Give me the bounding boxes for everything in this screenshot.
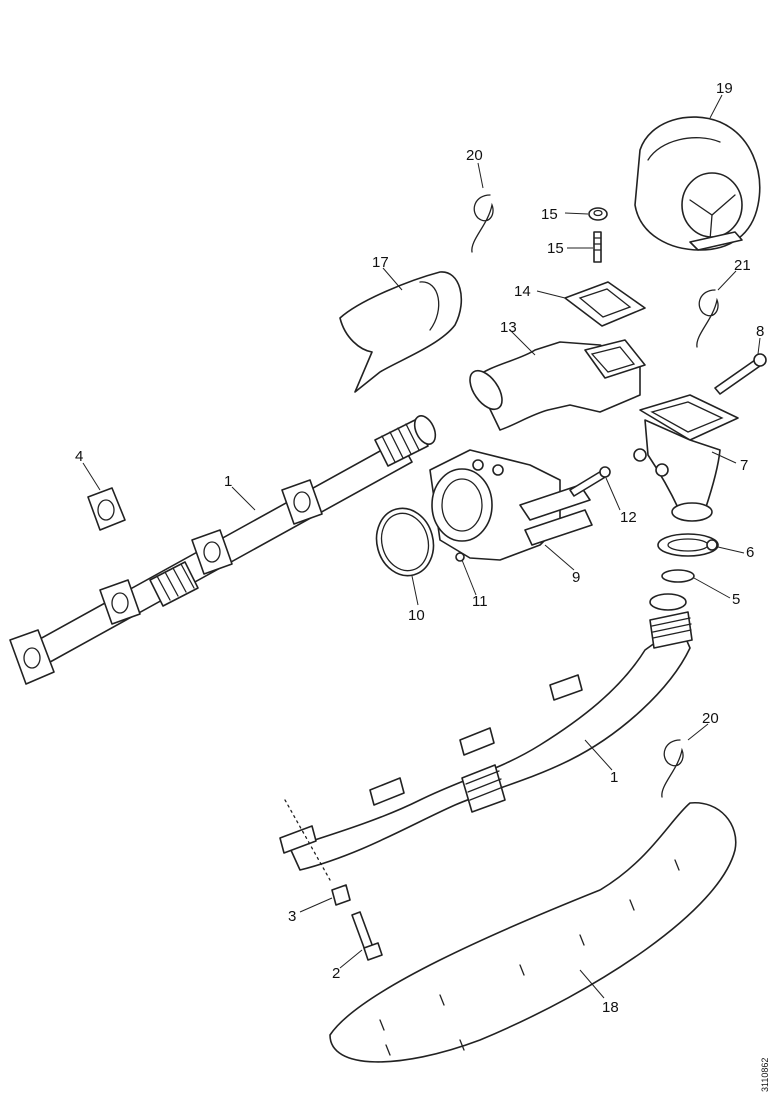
part-3-spacer <box>331 884 351 906</box>
part-11-pin <box>455 552 465 562</box>
callout-14: 14 <box>514 283 531 300</box>
callout-15a: 15 <box>541 206 558 223</box>
callout-5: 5 <box>732 591 740 608</box>
part-15-nut <box>588 207 608 221</box>
callout-8: 8 <box>756 323 764 340</box>
part-19-turbo-insulation <box>634 116 761 251</box>
part-6-clamp <box>657 533 719 557</box>
leader-lines <box>82 94 761 999</box>
callout-20a: 20 <box>466 147 483 164</box>
part-14-gasket <box>564 281 646 327</box>
part-20-clip-lower <box>661 739 684 798</box>
callout-6: 6 <box>746 544 754 561</box>
callout-9: 9 <box>572 569 580 586</box>
part-18-heat-shield-lower <box>329 802 737 1063</box>
part-1-exhaust-pipe-upper <box>9 415 437 685</box>
callout-19: 19 <box>716 80 733 97</box>
callout-labels: 1 1 2 3 4 5 6 7 8 9 10 11 12 13 14 15 15… <box>75 80 764 1016</box>
callout-11: 11 <box>472 593 488 610</box>
callout-18: 18 <box>602 999 619 1016</box>
part-20-clip-upper <box>471 194 494 253</box>
callout-2: 2 <box>332 965 340 982</box>
callout-1a: 1 <box>224 473 232 490</box>
part-2-bolt <box>351 911 383 961</box>
part-10-o-ring <box>375 507 435 577</box>
part-5-seal-ring <box>661 569 695 583</box>
part-15-stud <box>593 231 602 263</box>
part-12-bolt <box>569 466 611 497</box>
part-7-turbo-elbow <box>633 394 739 522</box>
callout-3: 3 <box>288 908 296 925</box>
drawing-id: 3110862 <box>760 1058 770 1092</box>
part-21-clip <box>696 289 719 348</box>
callout-10: 10 <box>408 607 425 624</box>
callout-7: 7 <box>740 457 748 474</box>
callout-15b: 15 <box>547 240 564 257</box>
callout-13: 13 <box>500 319 517 336</box>
part-4-flange-gasket <box>87 487 126 531</box>
callout-21: 21 <box>734 257 751 274</box>
callout-17: 17 <box>372 254 389 271</box>
callout-20b: 20 <box>702 710 719 727</box>
callout-1b: 1 <box>610 769 618 786</box>
callout-12: 12 <box>620 509 637 526</box>
part-13-manifold-elbow <box>469 339 646 431</box>
part-8-bolt <box>714 353 767 395</box>
part-1-exhaust-pipe-lower <box>279 593 693 871</box>
part-9-manifold-housing <box>429 449 593 561</box>
part-17-heat-shield <box>339 271 463 393</box>
callout-4: 4 <box>75 448 83 465</box>
